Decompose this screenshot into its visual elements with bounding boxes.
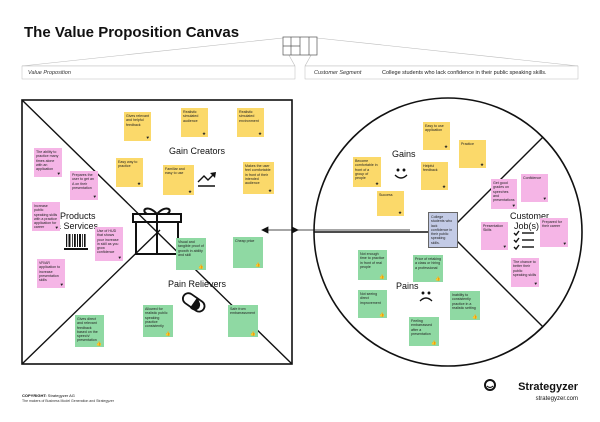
sticky-note[interactable]: Helpful feedback★ xyxy=(421,162,448,190)
products-services-label-line1: Products xyxy=(60,211,96,221)
segment-description: College students who lack confidence in … xyxy=(382,70,547,76)
heart-icon: ♥ xyxy=(55,224,58,230)
checklist-icon xyxy=(513,230,534,251)
heart-icon: ♥ xyxy=(512,202,515,208)
star-icon: ★ xyxy=(479,161,484,167)
pains-label: Pains xyxy=(396,281,419,291)
smiley-icon xyxy=(394,168,408,179)
sticky-note[interactable]: Inability to consistently practice in a … xyxy=(450,291,480,320)
thumbs-up-icon: 👍 xyxy=(472,313,478,319)
sticky-note[interactable]: Safe from embarrassment👍 xyxy=(228,305,258,337)
heart-icon: ♥ xyxy=(60,281,63,287)
gain-creators-label: Gain Creators xyxy=(169,146,226,156)
heart-icon: ♥ xyxy=(146,134,149,140)
star-icon: ★ xyxy=(441,183,446,189)
sticky-note[interactable]: Confidence♥ xyxy=(521,174,548,202)
star-icon: ★ xyxy=(267,187,272,193)
value-proposition-header: Value Proposition xyxy=(28,70,71,76)
sticky-note[interactable]: Prepared for their career♥ xyxy=(540,218,568,247)
sticky-note[interactable]: VR/AR application to increase presentati… xyxy=(37,259,65,288)
sticky-note[interactable]: Practice★ xyxy=(459,140,486,168)
sticky-note[interactable]: Makes the user feel comfortable in front… xyxy=(243,162,274,194)
heart-icon: ♥ xyxy=(503,243,506,249)
heart-icon: ♥ xyxy=(118,254,121,260)
thumbs-up-icon: 👍 xyxy=(96,340,102,346)
heart-icon: ♥ xyxy=(563,240,566,246)
sticky-note[interactable]: The chance to better their public speaki… xyxy=(511,258,539,287)
copyright-tagline: The makers of Business Model Generation … xyxy=(22,399,115,403)
thumbs-up-icon: 👍 xyxy=(250,330,256,336)
sticky-note[interactable]: Presentation Skills♥ xyxy=(481,222,508,250)
sticky-note[interactable]: Realistic simulated audience★ xyxy=(181,108,208,137)
thumbs-up-icon: 👍 xyxy=(435,275,441,281)
sticky-note[interactable]: Familiar and easy to use★ xyxy=(163,165,194,195)
gains-label: Gains xyxy=(392,149,416,159)
customer-segment-note[interactable]: College students who lack confidence in … xyxy=(428,212,458,248)
thumbs-up-icon: 👍 xyxy=(198,263,204,269)
sticky-note[interactable]: Not enough time to practice in front of … xyxy=(358,250,387,280)
star-icon: ★ xyxy=(443,143,448,149)
pill-icon xyxy=(181,292,206,313)
sticky-note[interactable]: Feeling embarrassed after a presentation… xyxy=(409,317,439,346)
heart-icon: ♥ xyxy=(93,193,96,199)
fit-arrow xyxy=(261,226,410,234)
heart-icon: ♥ xyxy=(57,170,60,176)
copyright: COPYRIGHT: Strategyzer AG xyxy=(22,393,75,398)
sticky-note[interactable]: Gives relevant and helpful feedback♥ xyxy=(124,112,151,141)
sticky-note[interactable]: Success★ xyxy=(377,191,404,216)
thumbs-up-icon: 👍 xyxy=(431,339,437,345)
brand-name: Strategyzer xyxy=(518,381,578,393)
star-icon: ★ xyxy=(397,209,402,215)
sticky-note[interactable]: Not seeing direct improvement👍 xyxy=(358,290,387,318)
sticky-note[interactable]: Use of HUD that shows your increase in s… xyxy=(95,227,123,261)
trend-up-icon xyxy=(197,172,216,187)
star-icon: ★ xyxy=(374,180,379,186)
canvas-mini-icon xyxy=(282,36,318,56)
sticky-note[interactable]: Price of retaking a class or hiring a pr… xyxy=(413,255,443,282)
sticky-note[interactable]: Easy way to practice★ xyxy=(116,158,143,187)
strategyzer-logo-icon xyxy=(484,379,496,391)
page-title: The Value Proposition Canvas xyxy=(24,24,240,41)
sticky-note[interactable]: Increase public speaking skills with a p… xyxy=(32,202,60,231)
heart-icon: ♥ xyxy=(534,280,537,286)
star-icon: ★ xyxy=(257,130,262,136)
sticky-note[interactable]: Allowed for realistic public speaking pr… xyxy=(143,305,173,337)
sticky-note[interactable]: Become comfortable in front of a group o… xyxy=(353,157,381,187)
sticky-note[interactable]: Gives direct and relevant feedback based… xyxy=(75,315,104,347)
customer-segment-header: Customer Segment xyxy=(314,70,362,76)
barcode-icon xyxy=(64,234,88,250)
brand-url[interactable]: strategyzer.com xyxy=(535,396,578,402)
sticky-note[interactable]: The ability to practice many times alone… xyxy=(34,148,62,177)
sticky-note[interactable]: Realistic simulated environment★ xyxy=(237,108,264,137)
frowny-icon xyxy=(419,291,433,302)
sticky-note[interactable]: Easy to use application★ xyxy=(423,122,450,150)
thumbs-up-icon: 👍 xyxy=(165,330,171,336)
sticky-note[interactable]: Visual and tangible proof of growth in a… xyxy=(176,238,206,270)
sticky-note[interactable]: Cheap price👍 xyxy=(233,237,263,268)
star-icon: ★ xyxy=(187,188,192,194)
thumbs-up-icon: 👍 xyxy=(379,311,385,317)
pain-relievers-label: Pain Relievers xyxy=(168,279,227,289)
gift-icon xyxy=(132,207,182,255)
sticky-note[interactable]: Get good grades on speeches and presenta… xyxy=(491,179,517,209)
thumbs-up-icon: 👍 xyxy=(379,273,385,279)
customer-jobs-label-line2: Job(s) xyxy=(514,221,540,231)
heart-icon: ♥ xyxy=(543,195,546,201)
thumbs-up-icon: 👍 xyxy=(255,261,261,267)
star-icon: ★ xyxy=(136,180,141,186)
star-icon: ★ xyxy=(201,130,206,136)
sticky-note[interactable]: Prepares the user to get an A on their p… xyxy=(70,171,98,200)
products-services-label-line2: & Services xyxy=(55,221,99,231)
customer-jobs-label-line1: Customer xyxy=(510,211,550,221)
